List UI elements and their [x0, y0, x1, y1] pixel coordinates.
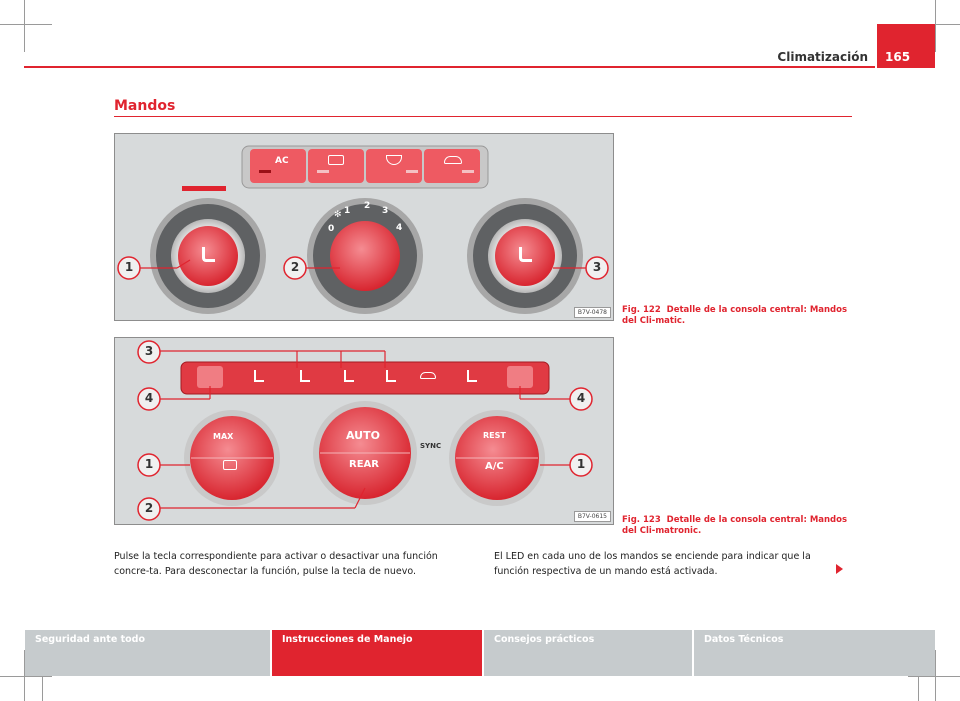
tab-datos[interactable]: Datos Técnicos: [694, 630, 935, 676]
callout-1: 1: [124, 260, 134, 274]
crop-mark: [935, 650, 936, 701]
seat-heating-icon: [254, 370, 264, 382]
header-rule: [24, 66, 875, 68]
fan-speed-1: 1: [344, 206, 351, 216]
crop-mark: [42, 664, 43, 701]
figure-climatic-panel: AC 0 1 2 3 4 ✻ 1 2 3 B7V-0478: [114, 133, 614, 321]
figure-caption: Fig. 122 Detalle de la consola central: …: [622, 305, 848, 326]
crop-mark: [918, 664, 919, 701]
tab-consejos[interactable]: Consejos prácticos: [484, 630, 692, 676]
seat-heating-icon: [202, 247, 215, 262]
figure-caption: Fig. 123 Detalle de la consola central: …: [622, 515, 848, 536]
figure-code: B7V-0478: [573, 307, 611, 318]
crop-mark: [24, 0, 25, 52]
fan-speed-3: 3: [382, 206, 389, 216]
chapter-title: Climatización: [777, 50, 868, 64]
seat-heating-icon: [467, 370, 477, 382]
recirculation-icon: [444, 156, 462, 164]
figure-code: B7V-0615: [573, 511, 611, 522]
body-paragraph-right: El LED en cada uno de los mandos se enci…: [494, 551, 811, 577]
figure-climatronic-panel: MAX AUTO REAR SYNC REST A/C 3 4 4 1 1 2 …: [114, 337, 614, 525]
callout-1: 1: [576, 457, 586, 471]
recirculation-icon: [420, 372, 436, 379]
fan-speed-0: 0: [328, 224, 335, 234]
seat-ventilation-icon: [300, 370, 310, 382]
fan-speed-2: 2: [364, 201, 371, 211]
crop-mark: [935, 0, 936, 52]
sync-label: SYNC: [420, 442, 442, 450]
tab-seguridad[interactable]: Seguridad ante todo: [25, 630, 270, 676]
arrow-continue-icon: [836, 564, 843, 574]
callout-3: 3: [592, 260, 602, 274]
crop-mark: [24, 650, 25, 701]
ac-button-label: AC: [275, 156, 289, 166]
max-defrost-label: MAX: [213, 432, 234, 441]
fan-speed-4: 4: [396, 223, 403, 233]
section-rule: [114, 116, 852, 117]
crop-mark: [0, 676, 52, 677]
callout-3: 3: [144, 344, 154, 358]
callout-4: 4: [144, 391, 154, 405]
rear-defrost-icon: [328, 155, 344, 165]
callout-4: 4: [576, 391, 586, 405]
auto-label: AUTO: [346, 429, 380, 442]
callout-1: 1: [144, 457, 154, 471]
seat-ventilation-icon: [344, 370, 354, 382]
callout-2: 2: [290, 260, 300, 274]
callout-2: 2: [144, 501, 154, 515]
body-paragraph-left: Pulse la tecla correspondiente para acti…: [114, 551, 438, 577]
crop-mark: [908, 676, 960, 677]
crop-mark: [0, 24, 52, 25]
section-title: Mandos: [114, 98, 176, 114]
rear-defrost-icon: [223, 460, 237, 470]
page-number: 165: [877, 24, 935, 68]
ac-label: A/C: [485, 461, 504, 472]
rest-label: REST: [483, 431, 506, 440]
seat-ventilation-icon: [386, 370, 396, 382]
tab-instrucciones[interactable]: Instrucciones de Manejo: [272, 630, 482, 676]
fan-icon: ✻: [334, 210, 342, 220]
rear-label: REAR: [349, 459, 379, 470]
seat-heating-icon: [519, 247, 532, 262]
